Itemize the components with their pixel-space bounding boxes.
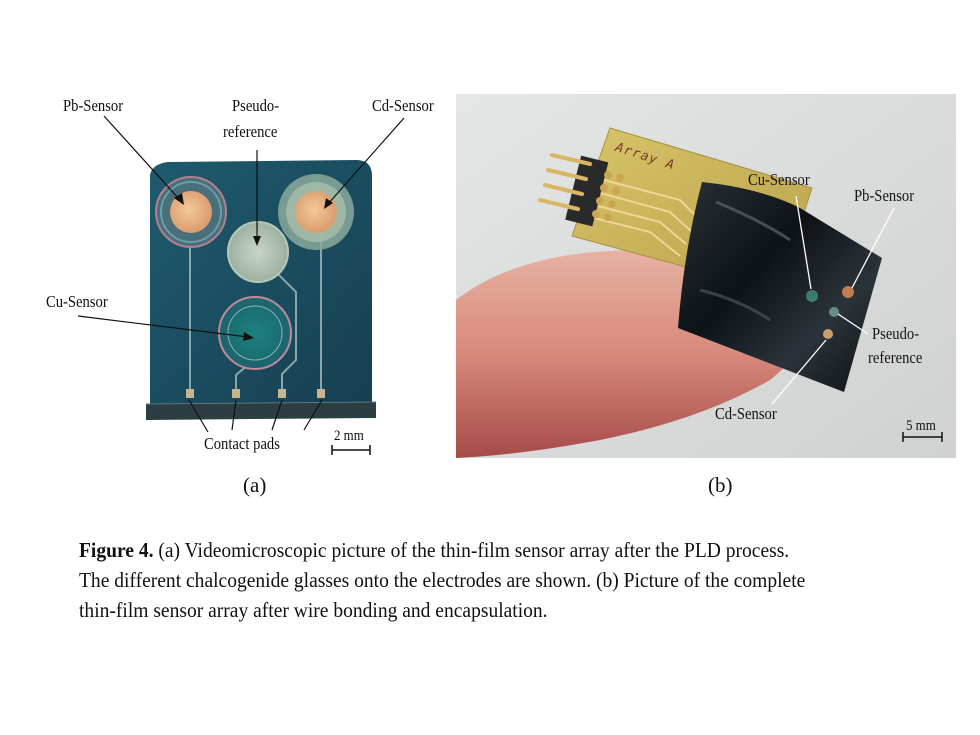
- figure-caption: Figure 4. (a) Videomicroscopic picture o…: [79, 535, 877, 625]
- caption-line-1: Figure 4. (a) Videomicroscopic picture o…: [79, 535, 877, 565]
- b-pseudo-reference-label-line2: reference: [868, 348, 923, 367]
- pcb-traces: [593, 179, 701, 257]
- contact-pads: [186, 389, 325, 398]
- electrode-traces: [189, 232, 322, 396]
- b-cd-sensor-label: Cd-Sensor: [715, 404, 777, 423]
- caption-line-3: thin-film sensor array after wire bondin…: [79, 598, 548, 622]
- pseudo-reference-label-line1: Pseudo-: [232, 96, 280, 115]
- panel-b-sublabel: (b): [708, 473, 733, 497]
- panel-a-scale-label: 2 mm: [334, 428, 364, 444]
- caption-line-2: The different chalcogenide glasses onto …: [79, 568, 806, 592]
- pseudo-reference-label-line2: reference: [223, 122, 278, 141]
- b-pseudo-reference-label-line1: Pseudo-: [872, 324, 920, 343]
- pseudo-reference-electrode: [227, 221, 289, 283]
- pb-sensor-label: Pb-Sensor: [63, 96, 124, 115]
- panel-a-sublabel: (a): [243, 473, 267, 497]
- panel-a-arrowheads: [174, 193, 333, 341]
- caption-line-1-text: (a) Videomicroscopic picture of the thin…: [158, 538, 790, 562]
- cu-sensor-electrode: [218, 296, 292, 370]
- b-cu-sensor-label: Cu-Sensor: [748, 170, 810, 189]
- panel-b-scale-label: 5 mm: [906, 418, 936, 434]
- contact-pads-label: Contact pads: [204, 434, 280, 453]
- connector-pins: [538, 153, 624, 227]
- panel-a-leader-lines: [77, 115, 405, 433]
- cu-sensor-label: Cu-Sensor: [46, 292, 108, 311]
- figure-label: Figure 4.: [79, 538, 154, 562]
- panel-b-leader-lines: [771, 195, 895, 405]
- encapsulation: [678, 182, 882, 392]
- cd-sensor-label: Cd-Sensor: [372, 96, 434, 115]
- panel-b-scale-bar: [902, 432, 943, 442]
- sensor-windows: [806, 286, 854, 339]
- b-pb-sensor-label: Pb-Sensor: [854, 186, 915, 205]
- panel-a-scale-bar: [331, 445, 371, 455]
- cd-sensor-electrode: [278, 174, 354, 250]
